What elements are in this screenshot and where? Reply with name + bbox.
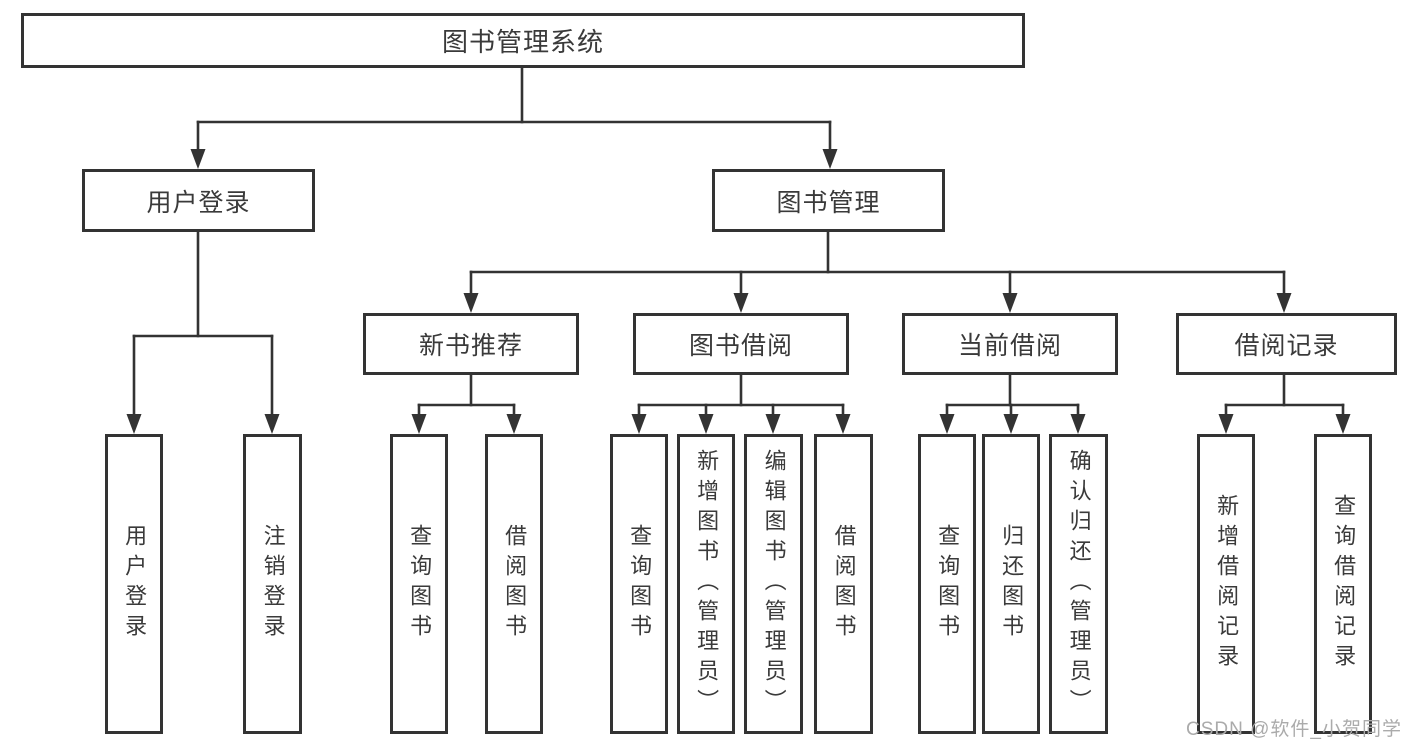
node-label: 图书管理 [776,188,881,217]
node-borrow-records: 借阅记录 [1176,313,1397,375]
node-label: 借阅记录 [1234,332,1339,360]
leaf-recommend-query-books: 查询图书 [390,434,448,734]
leaf-user-login: 用户登录 [105,434,163,734]
leaf-current-confirm-return-admin: 确认归还（管理员） [1049,434,1108,734]
node-new-book-recommend: 新书推荐 [363,313,579,375]
node-user-login: 用户登录 [82,169,315,232]
leaf-borrow-borrow-books: 借阅图书 [814,434,873,734]
leaf-records-add-record: 新增借阅记录 [1197,434,1255,734]
leaf-label: 注销登录 [260,524,286,644]
csdn-watermark: CSDN @软件_小贺同学 [1186,719,1402,740]
node-label: 图书借阅 [688,332,793,360]
leaf-label: 新增图书（管理员） [694,449,720,719]
leaf-label: 借阅图书 [502,524,528,644]
node-current-borrow: 当前借阅 [902,313,1118,375]
node-label: 图书管理系统 [441,27,604,57]
leaf-logout: 注销登录 [243,434,302,734]
leaf-borrow-edit-books-admin: 编辑图书（管理员） [744,434,803,734]
leaf-borrow-query-books: 查询图书 [610,434,668,734]
node-library-system: 图书管理系统 [21,13,1025,68]
node-label: 用户登录 [146,188,251,217]
leaf-label: 确认归还（管理员） [1066,449,1092,719]
leaf-borrow-add-books-admin: 新增图书（管理员） [677,434,735,734]
leaf-label: 用户登录 [122,524,148,644]
leaf-label: 查询借阅记录 [1331,494,1357,674]
node-label: 当前借阅 [957,332,1062,360]
leaf-label: 编辑图书（管理员） [761,449,787,719]
leaf-current-query-books: 查询图书 [918,434,976,734]
leaf-label: 查询图书 [627,524,653,644]
leaf-label: 借阅图书 [831,524,857,644]
node-label: 新书推荐 [418,332,523,360]
leaf-records-query-record: 查询借阅记录 [1314,434,1372,734]
node-book-borrow: 图书借阅 [633,313,849,375]
leaf-recommend-borrow-books: 借阅图书 [485,434,543,734]
leaf-label: 新增借阅记录 [1214,494,1240,674]
leaf-label: 查询图书 [935,524,961,644]
node-book-management: 图书管理 [712,169,945,232]
leaf-label: 归还图书 [999,524,1025,644]
leaf-current-return-books: 归还图书 [982,434,1040,734]
leaf-label: 查询图书 [407,524,433,644]
